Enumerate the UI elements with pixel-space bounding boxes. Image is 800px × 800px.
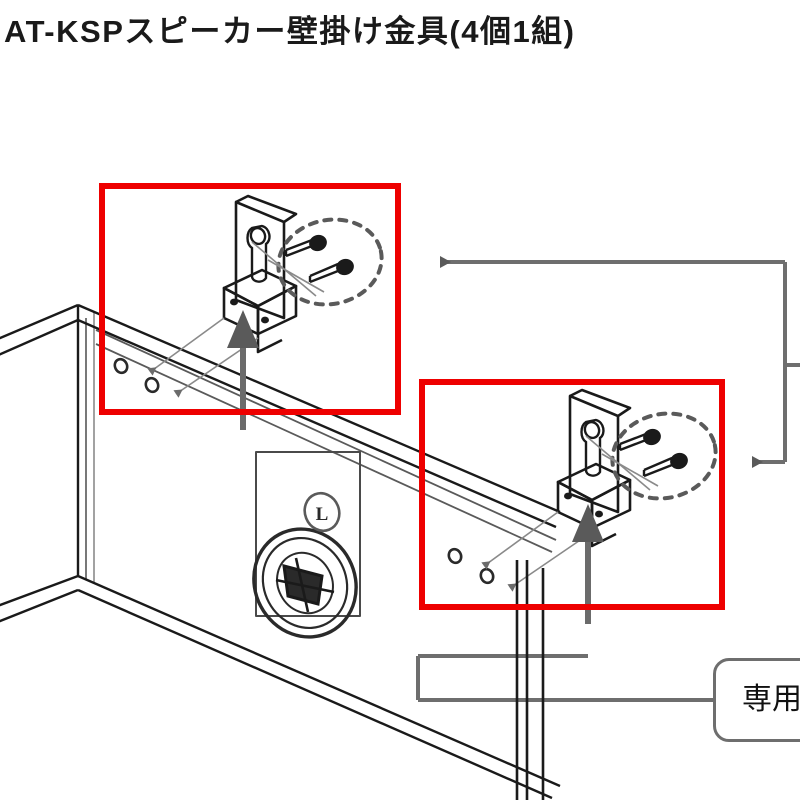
mounting-holes-lower bbox=[447, 547, 495, 585]
bracket-back-plate-lower bbox=[568, 394, 620, 514]
page-title: AT-KSPスピーカー壁掛け金具(4個1組) bbox=[4, 13, 576, 49]
mounting-screw-3 bbox=[618, 428, 661, 452]
cabinet-top-right-edge-inner bbox=[77, 318, 557, 529]
bracket-base-holes-upper bbox=[230, 298, 269, 324]
cabinet-rail-line-3 bbox=[95, 329, 557, 541]
cabinet-top-left-edge-inner bbox=[0, 318, 79, 356]
bracket-base-side-upper bbox=[256, 284, 298, 336]
cabinet-rail-line-4 bbox=[95, 343, 553, 553]
bracket-back-plate-top-lower bbox=[569, 388, 632, 418]
cabinet-bottom-left-edge bbox=[0, 574, 79, 607]
mounting-screw-4 bbox=[642, 452, 688, 478]
bracket-assembly-lower bbox=[481, 388, 718, 624]
mounting-screw-2 bbox=[308, 258, 354, 284]
page-title-bar: AT-KSPスピーカー壁掛け金具(4個1組) bbox=[0, 0, 800, 62]
mounting-hole-1 bbox=[113, 357, 129, 375]
mounting-hole-4 bbox=[479, 567, 495, 585]
speaker-cabinet bbox=[0, 303, 561, 800]
driver-cone bbox=[276, 551, 334, 615]
driver-detail-2 bbox=[294, 557, 310, 613]
cabinet-bottom-left-edge-inner bbox=[0, 588, 79, 623]
driver-detail-1 bbox=[275, 578, 335, 594]
speaker-driver bbox=[252, 527, 358, 639]
highlight-box-lower bbox=[419, 379, 725, 610]
cabinet-top-left-edge bbox=[0, 303, 79, 340]
screw-callout-oval-upper bbox=[276, 217, 384, 307]
driver-outer-ring bbox=[252, 527, 358, 639]
speaker-channel-badge: L bbox=[303, 491, 341, 533]
mounting-screw-1 bbox=[284, 234, 327, 258]
screw-callout-oval-lower bbox=[610, 411, 718, 501]
bracket-keyhole-lower bbox=[580, 418, 605, 477]
speaker-cable bbox=[515, 560, 545, 800]
bracket-base-holes-lower bbox=[564, 492, 603, 518]
callout-leader-line bbox=[416, 654, 713, 702]
callout-label-box: 専用 bbox=[713, 658, 800, 742]
bracket-base-lip-upper bbox=[256, 334, 283, 354]
channel-badge-label: L bbox=[316, 504, 329, 525]
mounting-holes-upper bbox=[113, 357, 160, 394]
cabinet-bottom-right-edge-inner bbox=[77, 588, 553, 800]
mounting-hole-2 bbox=[144, 376, 160, 394]
bracket-assembly-upper bbox=[147, 194, 384, 430]
bracket-keyhole-upper bbox=[246, 224, 271, 283]
mounting-hole-3 bbox=[447, 547, 463, 565]
highlight-box-upper bbox=[99, 183, 401, 415]
bracket-back-plate-top-upper bbox=[235, 194, 298, 224]
bracket-back-plate-upper bbox=[234, 200, 286, 320]
callout-label-text: 専用 bbox=[742, 683, 800, 716]
cabinet-bottom-right-edge bbox=[77, 574, 561, 788]
channel-badge-outline bbox=[303, 491, 341, 533]
bracket-leader-lines bbox=[440, 256, 800, 468]
cabinet-top-right-edge bbox=[77, 303, 561, 514]
driver-inner-ring bbox=[261, 536, 349, 630]
